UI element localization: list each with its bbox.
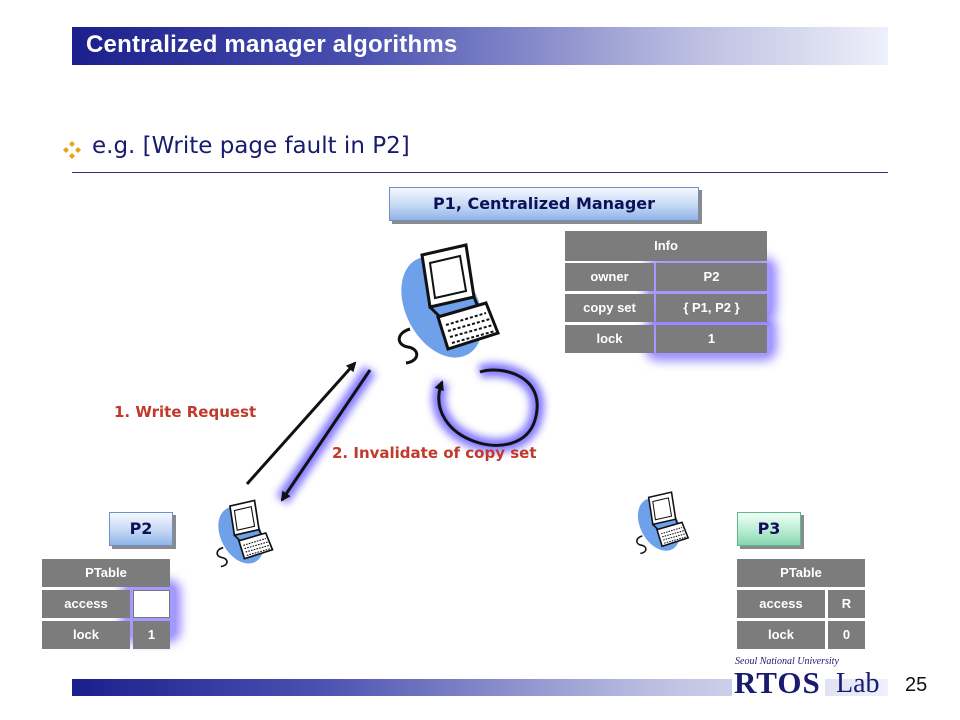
- p3-value-access: R: [828, 590, 865, 618]
- manager-label: P1, Centralized Manager: [389, 187, 699, 221]
- p2-value-access: [133, 590, 170, 618]
- p2-ptable-header: PTable: [42, 559, 170, 587]
- p2-key-lock: lock: [42, 621, 130, 649]
- invalidate-label: 2. Invalidate of copy set: [332, 444, 537, 462]
- p3-label: P3: [737, 512, 801, 546]
- p3-key-access: access: [737, 590, 825, 618]
- diamond-bullet-icon: [63, 141, 81, 159]
- self-loop-glow: [432, 362, 545, 453]
- info-value-lock: 1: [656, 325, 767, 353]
- p2-key-access: access: [42, 590, 130, 618]
- info-key-owner: owner: [565, 263, 654, 291]
- p2-value-lock: 1: [133, 621, 170, 649]
- write-request-arrow: [245, 361, 357, 485]
- university-name: Seoul National University: [735, 656, 839, 667]
- p2-label: P2: [109, 512, 173, 546]
- bullet-text: e.g. [Write page fault in P2]: [92, 133, 410, 159]
- p3-computer-icon: [628, 490, 690, 559]
- p3-ptable-header: PTable: [737, 559, 865, 587]
- title-band: [72, 27, 888, 65]
- info-header: Info: [565, 231, 767, 261]
- p1-computer-icon: [383, 240, 501, 374]
- info-key-copy-set: copy set: [565, 294, 654, 322]
- p3-key-lock: lock: [737, 621, 825, 649]
- p2-computer-icon: [208, 498, 274, 573]
- divider: [72, 172, 888, 173]
- lab-logo: Lab: [836, 668, 880, 699]
- slide-title: Centralized manager algorithms: [86, 31, 458, 58]
- info-value-copy-set: { P1, P2 }: [656, 294, 767, 322]
- footer-band: [72, 679, 888, 696]
- self-invalidate-arrow: [434, 368, 539, 447]
- info-key-lock: lock: [565, 325, 654, 353]
- invalidate-arrow: [280, 369, 372, 502]
- write-request-label: 1. Write Request: [114, 403, 257, 421]
- page-number: 25: [905, 674, 928, 696]
- info-value-owner: P2: [656, 263, 767, 291]
- rtos-logo: RTOS: [732, 665, 825, 701]
- p3-value-lock: 0: [828, 621, 865, 649]
